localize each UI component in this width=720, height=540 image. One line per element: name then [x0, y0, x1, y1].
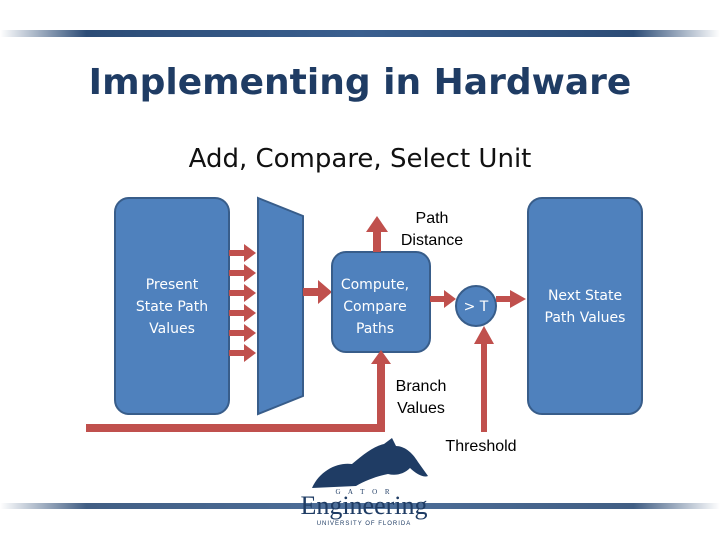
present-state-box: [114, 197, 230, 415]
logo-text-main: Engineering: [300, 491, 428, 520]
threshold-compare-text: > T: [463, 299, 489, 315]
input-arrow: [229, 304, 256, 322]
next-state-label-line: Next State: [547, 288, 623, 304]
threshold-label: Threshold: [445, 438, 517, 455]
threshold-arrow: [474, 326, 494, 432]
present-state-label-line: State Path: [135, 299, 209, 315]
next-state-box: [527, 197, 643, 415]
branch-values-label-line: Values: [397, 400, 445, 417]
compute-compare-label: Compute, Compare Paths: [332, 274, 418, 340]
present-state-label: Present State Path Values: [115, 274, 229, 340]
present-state-label-line: Present: [145, 277, 199, 293]
to-next-state-arrow: [496, 290, 526, 308]
path-distance-label-line: Distance: [400, 232, 464, 249]
slide-subtitle: Add, Compare, Select Unit: [188, 144, 532, 174]
path-distance-label-line: Path: [415, 210, 449, 227]
gator-logo-icon: [312, 438, 428, 488]
top-accent-bar: [0, 30, 720, 37]
input-arrow: [229, 324, 256, 342]
compute-label-line: Paths: [355, 321, 395, 337]
path-distance-label: Path Distance: [382, 208, 482, 252]
compute-label-line: Compute,: [340, 277, 410, 293]
branch-values-label: Branch Values: [380, 376, 462, 420]
next-state-label: Next State Path Values: [528, 285, 642, 329]
input-arrows: [229, 244, 256, 362]
threshold-compare-node: [455, 285, 497, 327]
next-state-label-line: Path Values: [544, 310, 626, 326]
compute-to-threshold-arrow: [430, 290, 456, 308]
threshold-compare-label: > T: [456, 296, 496, 318]
input-arrow: [229, 264, 256, 282]
input-arrow: [229, 244, 256, 262]
logo-text-bottom: UNIVERSITY OF FLORIDA: [316, 521, 412, 527]
mux-to-compute-arrow: [303, 280, 332, 304]
input-arrow: [229, 284, 256, 302]
path-distance-arrow: [366, 216, 388, 252]
selector-mux: [257, 196, 304, 416]
slide-title: Implementing in Hardware: [88, 62, 632, 103]
branch-values-label-line: Branch: [395, 378, 447, 395]
input-arrow: [229, 344, 256, 362]
present-state-label-line: Values: [149, 321, 195, 337]
logo-text-top: G A T O R: [335, 488, 393, 496]
compute-label-line: Compare: [343, 299, 407, 315]
